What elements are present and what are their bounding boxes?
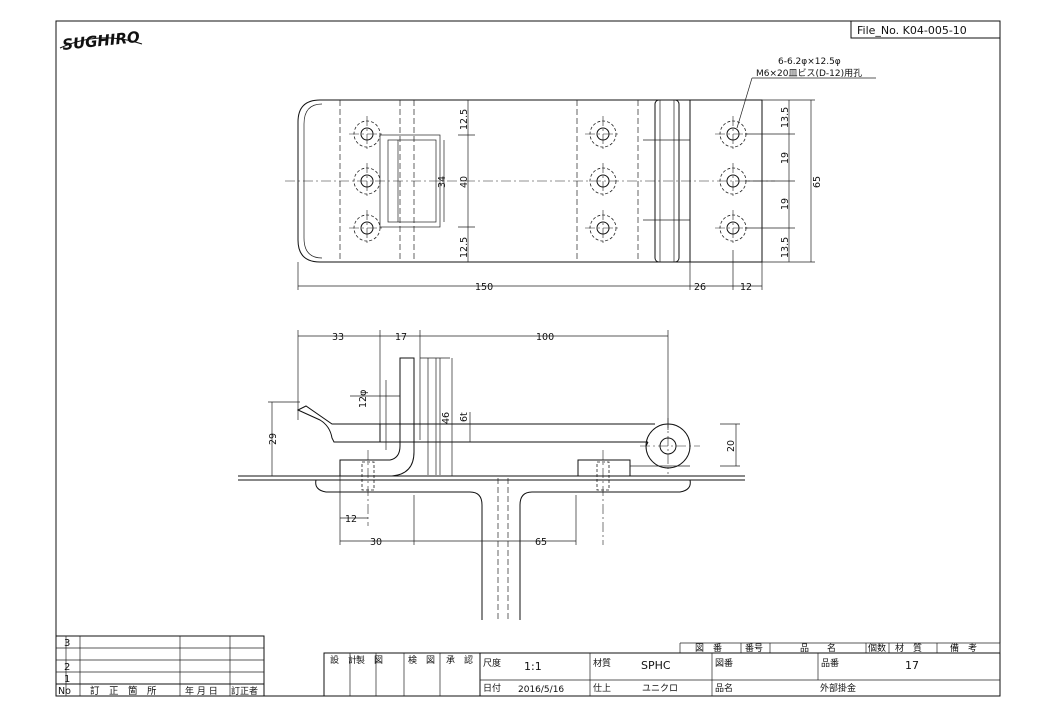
rev-header-location: 訂 正 箇 所 (90, 685, 157, 697)
dim-100: 100 (536, 332, 554, 343)
dim-12-side: 12 (345, 514, 357, 525)
part-no-value: 17 (905, 659, 919, 672)
sign-design: 設 計 (330, 654, 357, 666)
dim-26: 26 (694, 282, 706, 293)
part-name-value: 外部掛金 (820, 682, 856, 694)
dim-65-vertical: 65 (812, 176, 823, 188)
part-name-label: 品名 (715, 682, 733, 694)
hole (349, 210, 385, 246)
finish-value: ユニクロ (642, 683, 678, 694)
hole (349, 116, 385, 152)
dim-29: 29 (268, 433, 279, 445)
dim-40: 40 (459, 176, 470, 188)
drawing-no-label: 図番 (715, 657, 733, 669)
date-value: 2016/5/16 (518, 685, 564, 695)
rev-row-3: 3 (64, 638, 70, 649)
material-label: 材質 (593, 657, 611, 669)
scale-label: 尺度 (483, 657, 501, 669)
rev-row-1: 1 (64, 674, 70, 685)
dim-12phi: 12φ (358, 390, 369, 408)
sign-approve: 承 認 (446, 654, 473, 666)
top-view: 6-6.2φ×12.5φ M6×20皿ビス(D-12)用孔 12.5 34 40… (285, 57, 876, 293)
hole (585, 210, 621, 246)
hole-spec-line1: 6-6.2φ×12.5φ (778, 57, 841, 67)
sheet-border (55, 20, 1001, 697)
dim-34: 34 (437, 176, 448, 188)
parts-header-remarks: 備 考 (950, 642, 977, 654)
sign-check: 検 図 (408, 654, 435, 666)
rev-row-2: 2 (64, 662, 70, 673)
dim-13-5-lower: 13.5 (780, 237, 791, 258)
hook-arm (334, 423, 648, 443)
dim-30: 30 (370, 537, 382, 548)
dim-19-lower: 19 (780, 198, 791, 210)
parts-header-qty: 個数 (868, 642, 886, 654)
dim-12-top: 12 (740, 282, 752, 293)
dim-12-5-upper: 12.5 (459, 109, 470, 130)
parts-header-drawing-no: 図 番 (695, 642, 722, 654)
hole (353, 163, 381, 199)
material-value: SPHC (641, 659, 671, 672)
file-no: File_No. K04-005-10 (857, 24, 967, 37)
finish-label: 仕上 (593, 682, 611, 694)
dim-6t: 6t (459, 412, 470, 422)
dim-20: 20 (726, 440, 737, 452)
scale-value: 1:1 (524, 660, 542, 673)
parts-header-name: 品 名 (800, 642, 836, 654)
file-no-box (850, 20, 1001, 39)
dim-17: 17 (395, 332, 407, 343)
rev-header-no: No (58, 686, 71, 697)
hole-spec-line2: M6×20皿ビス(D-12)用孔 (756, 68, 862, 79)
rev-header-reviser: 訂正者 (231, 685, 258, 697)
parts-header-number: 番号 (745, 642, 763, 654)
dim-150: 150 (475, 282, 493, 293)
dim-19-upper: 19 (780, 152, 791, 164)
title-block: 図 番 番号 品 名 個数 材 質 備 考 設 計 製 図 検 図 承 認 尺度… (323, 642, 1001, 697)
parts-header-material: 材 質 (895, 642, 922, 654)
part-no-label: 品番 (821, 657, 839, 669)
revision-table: 3 2 1 No 訂 正 箇 所 年 月 日 訂正者 (55, 635, 265, 697)
dim-12-5-lower: 12.5 (459, 237, 470, 258)
side-view: 33 17 100 (238, 330, 745, 620)
rev-header-date: 年 月 日 (185, 685, 218, 697)
date-label: 日付 (483, 683, 501, 694)
plate-outline (297, 99, 763, 263)
suehiro-logo-icon: SUGHIRO (59, 28, 143, 54)
sign-drafting: 製 図 (356, 654, 383, 666)
dim-65-side: 65 (535, 537, 547, 548)
dim-33: 33 (332, 332, 344, 343)
hole (589, 163, 617, 199)
dim-13-5-upper: 13.5 (780, 107, 791, 128)
dim-46: 46 (441, 412, 452, 424)
hole (585, 116, 621, 152)
hole (715, 210, 751, 246)
